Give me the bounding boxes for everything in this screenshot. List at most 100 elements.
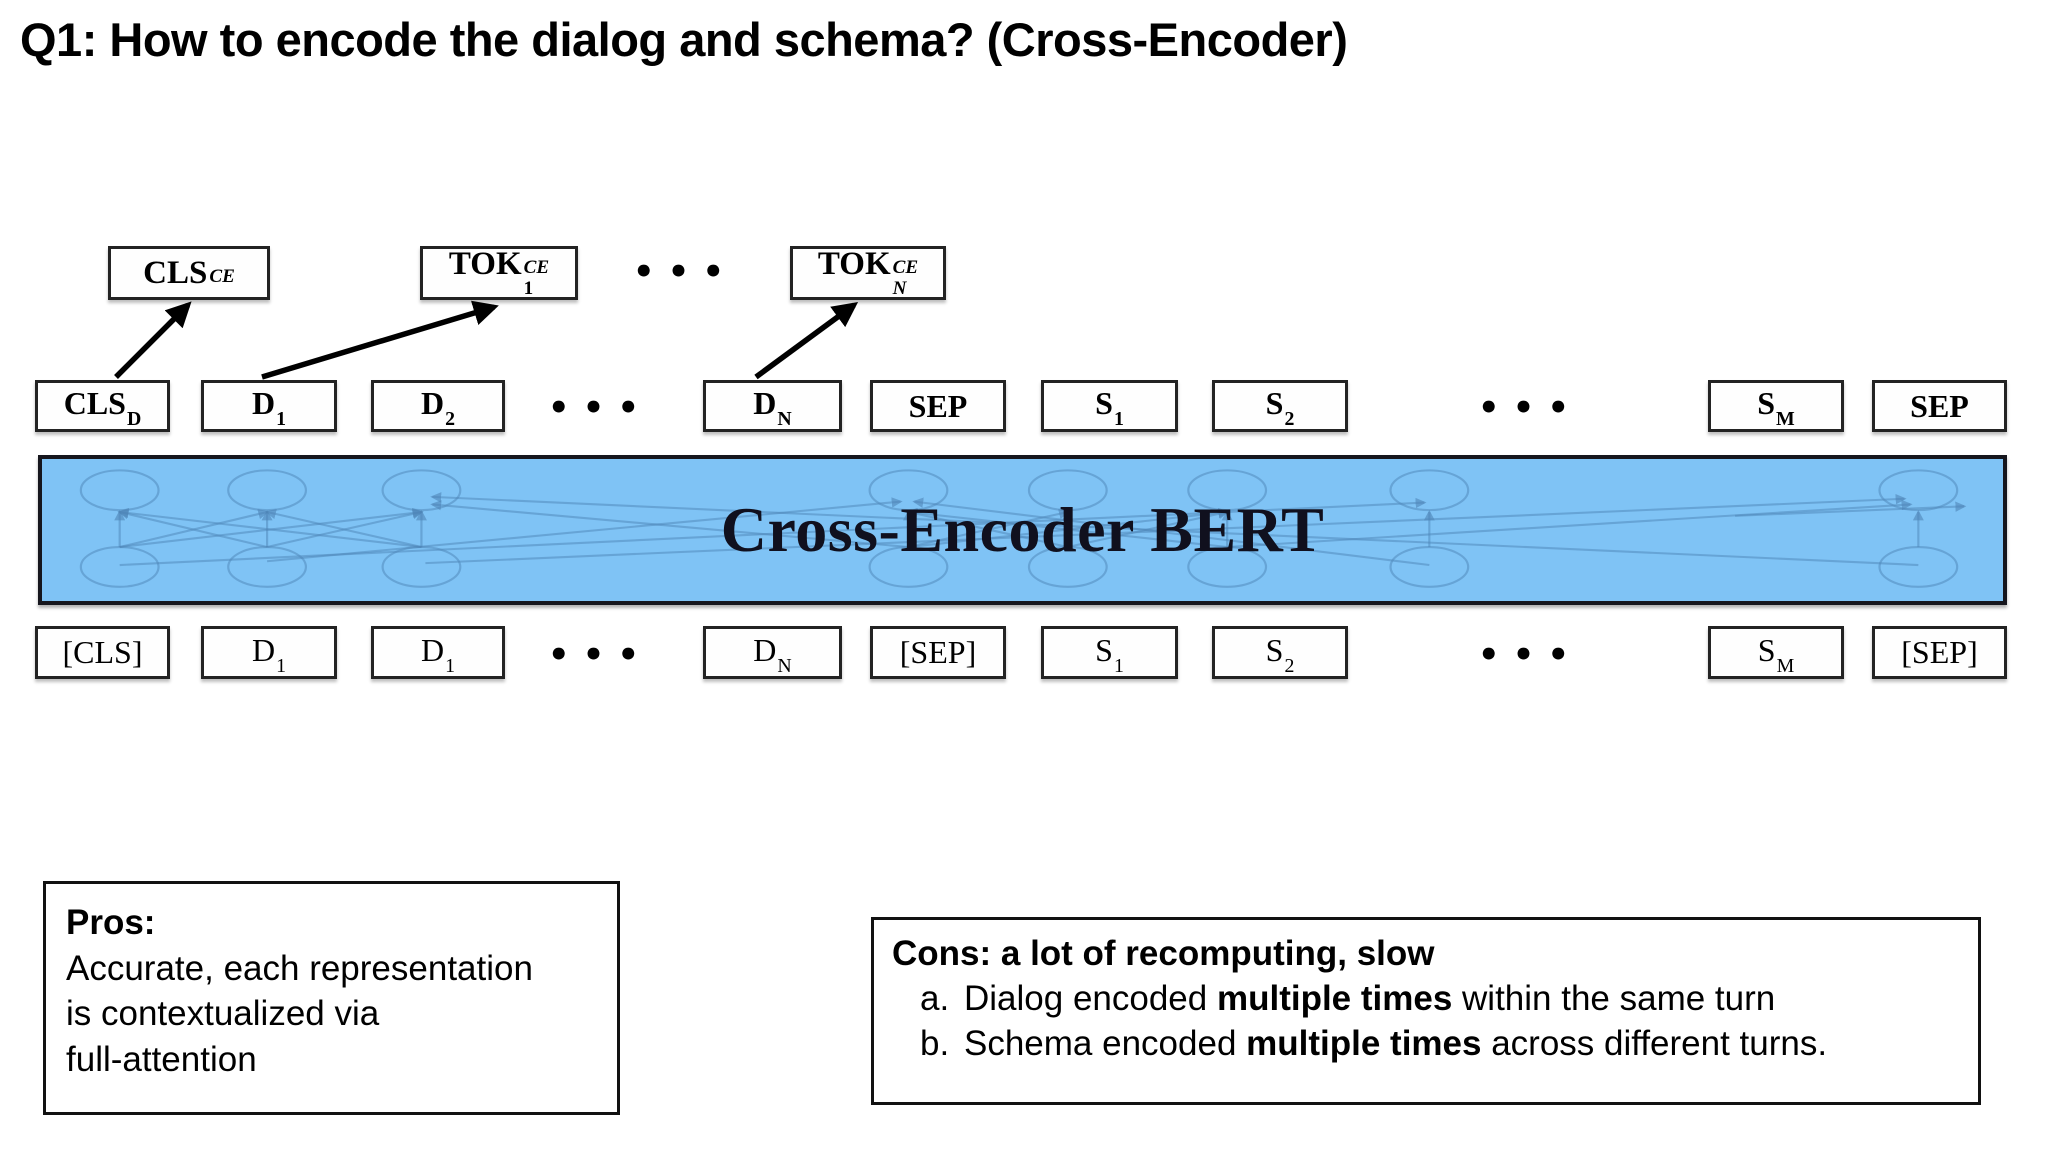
token-sub: 2 — [1284, 408, 1295, 431]
token-sub: 2 — [445, 408, 456, 431]
token-sub: 1 — [1113, 408, 1124, 431]
input-box-sep2: [SEP] — [1872, 626, 2007, 679]
ellipsis-outputs: ••• — [632, 252, 738, 292]
token-box-sep2: SEP — [1872, 380, 2007, 432]
token-base: TOK — [817, 245, 891, 282]
token-sup: CE — [209, 265, 235, 287]
token-base: [CLS] — [62, 634, 143, 670]
token-box-sm: SM — [1708, 380, 1844, 432]
token-base: [SEP] — [1901, 634, 1978, 670]
token-scripts: CE — [209, 265, 235, 288]
token-base: D — [753, 385, 777, 422]
ellipsis-input-schema: ••• — [1477, 635, 1583, 675]
token-label: DN — [753, 631, 791, 676]
page-title: Q1: How to encode the dialog and schema?… — [20, 13, 1348, 66]
token-base: D — [753, 631, 777, 668]
input-box-dn: DN — [703, 626, 842, 679]
encoder-title: Cross-Encoder BERT — [720, 494, 1325, 565]
ellipsis-middle-dialog: ••• — [547, 388, 653, 428]
input-box-sm: SM — [1708, 626, 1844, 679]
ellipsis-middle-schema: ••• — [1477, 388, 1583, 428]
emphasis-text: multiple times — [1246, 1023, 1482, 1063]
input-box-d1b: D1 — [371, 626, 505, 679]
token-label: DN — [753, 385, 791, 429]
input-box-sep1: [SEP] — [870, 626, 1006, 679]
token-sub: 1 — [276, 408, 287, 431]
token-base: S — [1265, 631, 1284, 668]
token-base: D — [251, 631, 276, 668]
token-base: [SEP] — [899, 634, 977, 670]
token-label: D2 — [420, 385, 455, 429]
token-box-sep1: SEP — [870, 380, 1006, 432]
cross-encoder-bert-block: Cross-Encoder BERT — [38, 455, 2007, 605]
token-box-dn: DN — [703, 380, 842, 432]
token-base: SEP — [908, 387, 968, 424]
token-sup: CE — [523, 256, 550, 278]
cons-heading: Cons: a lot of recomputing, slow — [892, 934, 1435, 973]
token-label: S1 — [1095, 631, 1124, 676]
token-base: CLS — [143, 254, 208, 291]
token-box-s2: S2 — [1212, 380, 1348, 432]
input-box-s2: S2 — [1212, 626, 1348, 679]
token-label: SEP — [909, 388, 968, 425]
cons-item-label: a. — [920, 978, 950, 1018]
pros-panel: Pros: Accurate, each representation is c… — [43, 881, 620, 1115]
token-sub: M — [1776, 654, 1795, 677]
cons-item-post: within the same turn — [1452, 978, 1776, 1018]
token-box-d1: D1 — [201, 380, 337, 432]
cons-item-label: b. — [920, 1023, 950, 1063]
token-label: S1 — [1095, 385, 1124, 429]
input-box-cls: [CLS] — [35, 626, 170, 679]
cons-item-post: across different turns. — [1481, 1023, 1828, 1063]
cons-item-b: b. Schema encoded multiple times across … — [892, 1022, 1960, 1067]
token-box-s1: S1 — [1041, 380, 1178, 432]
token-sub: 1 — [445, 654, 456, 677]
token-label: D1 — [251, 385, 286, 429]
pros-body: Accurate, each representation is context… — [66, 948, 533, 1079]
token-sub: N — [777, 654, 792, 677]
token-base: S — [1095, 631, 1113, 668]
emphasis-text: multiple times — [1216, 978, 1453, 1018]
token-label: SEP — [1910, 388, 1969, 425]
token-base: D — [251, 385, 276, 422]
cons-item-text: Schema encoded multiple times across dif… — [964, 1022, 1827, 1067]
token-label: [CLS] — [63, 634, 143, 671]
token-sub: N — [777, 408, 792, 431]
token-sup: CE — [892, 256, 919, 278]
token-sub: 2 — [1284, 654, 1295, 677]
attention-pattern-icon — [79, 469, 1967, 588]
token-base: S — [1265, 385, 1284, 422]
token-label: D1 — [251, 631, 286, 676]
token-sub: M — [1776, 408, 1795, 431]
input-box-s1: S1 — [1041, 626, 1178, 679]
input-box-d1a: D1 — [201, 626, 337, 679]
token-base: CLS — [63, 385, 126, 422]
token-sub: N — [892, 277, 907, 299]
token-label: SM — [1757, 385, 1795, 429]
token-base: D — [420, 385, 445, 422]
cons-item-text: Dialog encoded multiple times within the… — [964, 977, 1775, 1022]
token-sub: 1 — [276, 654, 287, 677]
token-base: D — [420, 631, 445, 668]
token-base: S — [1095, 385, 1113, 422]
cons-item-a: a. Dialog encoded multiple times within … — [892, 977, 1960, 1022]
cons-panel: Cons: a lot of recomputing, slow a. Dial… — [871, 917, 1981, 1105]
pros-heading: Pros: — [66, 903, 156, 942]
token-sub: D — [126, 408, 142, 431]
ellipsis-input-dialog: ••• — [547, 635, 653, 675]
token-label: S2 — [1265, 631, 1295, 676]
token-base: S — [1757, 385, 1776, 422]
token-sub: 1 — [523, 277, 534, 299]
token-base: S — [1757, 631, 1776, 668]
token-base: SEP — [1910, 387, 1969, 424]
cons-item-pre: Schema encoded — [964, 1023, 1247, 1063]
